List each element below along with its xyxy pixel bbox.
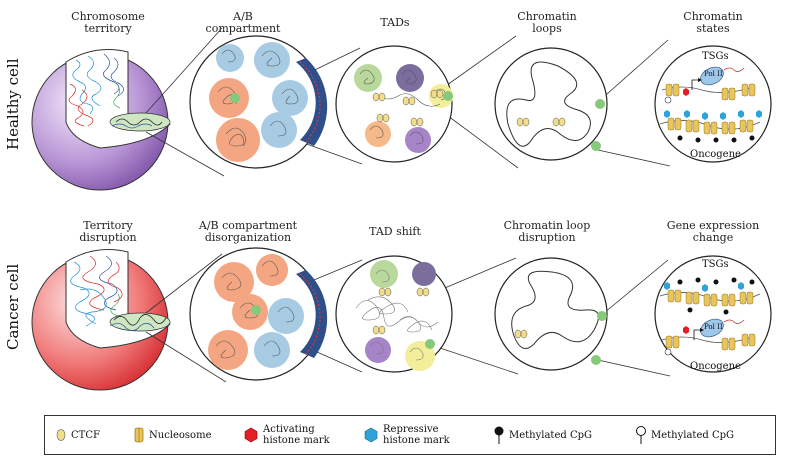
label-polii-healthy: Pol II — [704, 70, 723, 78]
legend-methylated-cpg: Methylated CpG — [493, 416, 592, 454]
cancer-ab-compartment — [189, 247, 328, 381]
oncogene-active-region — [661, 318, 756, 356]
repressive-mark-icon — [364, 427, 378, 443]
healthy-loops — [494, 47, 608, 161]
legend-unmethylated-cpg: Methylated CpG — [635, 416, 734, 454]
tsg-repressed-region — [659, 277, 761, 315]
label-tsgs-healthy: TSGs — [702, 51, 729, 62]
cancer-loops — [494, 257, 608, 371]
healthy-tads — [335, 45, 453, 163]
label-tsgs-cancer: TSGs — [702, 259, 729, 270]
methylated-cpg-icon — [494, 426, 504, 444]
label-polii-cancer: Pol II — [704, 323, 723, 331]
label-tads: TADs — [380, 16, 410, 29]
cancer-tads — [335, 255, 453, 373]
label-tad-shift: TAD shift — [369, 225, 421, 238]
label-oncogene-cancer: Oncogene — [690, 361, 741, 372]
cancer-connectors — [145, 253, 671, 383]
nucleosome-icon — [134, 427, 144, 443]
ctcf-icon — [56, 429, 66, 441]
oncogene-repressed-region — [659, 110, 762, 143]
healthy-ab-compartment — [189, 35, 328, 169]
healthy-states — [654, 45, 772, 163]
label-oncogene-healthy: Oncogene — [690, 149, 741, 160]
cancer-states — [654, 255, 772, 373]
legend-nucleosome: Nucleosome — [133, 416, 211, 454]
cancer-nucleus — [31, 249, 171, 391]
activating-mark-icon — [244, 427, 258, 443]
healthy-nucleus — [31, 49, 171, 191]
unmethylated-cpg-icon — [636, 426, 646, 444]
legend-ctcf: CTCF — [55, 416, 100, 454]
tsg-active-region — [661, 66, 756, 104]
